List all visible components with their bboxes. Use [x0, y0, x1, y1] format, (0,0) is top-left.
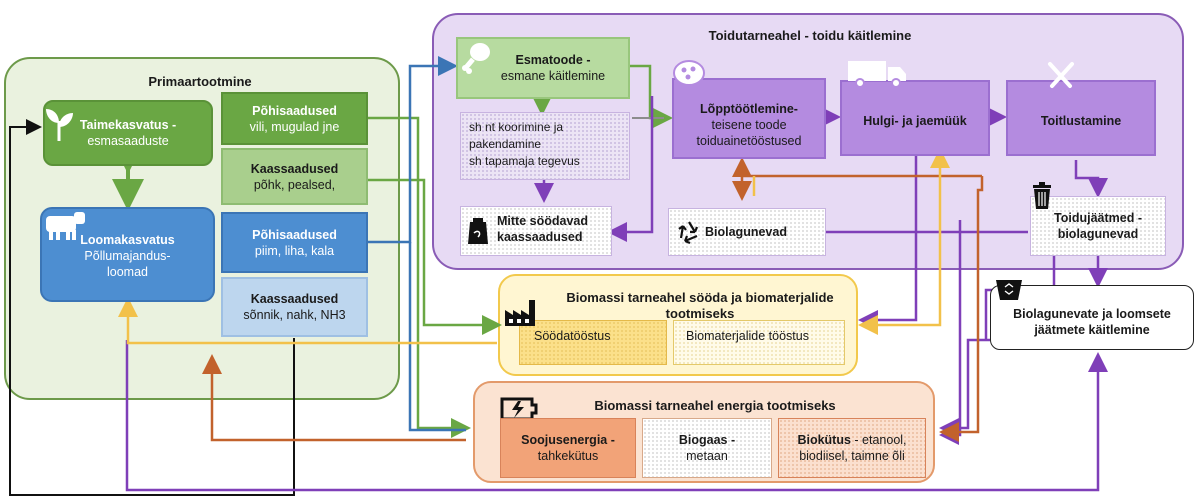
biomaterial-industry-label: Biomaterjalide tööstus [686, 329, 809, 343]
plant-byproducts-title: Kaassaadused [250, 161, 339, 176]
connector-green-main [368, 116, 471, 438]
energy-biomass-title: Biomassi tarneahel energia tootmiseks [594, 398, 836, 413]
recycle-icon [678, 221, 699, 245]
final-processing-line2: teisene toode [711, 117, 787, 132]
biofuel-box[interactable]: Biokütus - etanool, biodiisel, taimne õl… [778, 418, 926, 478]
plant-byproducts-box[interactable]: Kaassaadused põhk, pealsed, [221, 148, 368, 205]
food-waste-line2: biolagunevad [1057, 227, 1139, 241]
connector-black-left [9, 119, 295, 496]
animal-farming-sub2: loomad [107, 264, 148, 279]
truck-icon [848, 61, 906, 88]
plant-growing-title: Taimekasvatus - [79, 118, 177, 132]
main-plant-products-box[interactable]: Põhisaadused vili, mugulad jne [221, 92, 368, 145]
primary-product-sub: esmane käitlemine [500, 69, 606, 83]
pizza-icon [673, 60, 705, 86]
final-processing-box[interactable]: Lõpptöötlemine- teisene toode toiduainet… [672, 78, 826, 159]
biogas-title: Biogaas - [678, 433, 736, 447]
feed-industry-label: Söödatööstus [534, 329, 611, 343]
trash-bin-icon [1033, 182, 1051, 209]
processing-note-line3: sh tapamaja tegevus [469, 154, 580, 168]
feed-title-line2: tootmiseks [665, 306, 735, 321]
processing-note-line1: sh nt koorimine ja [469, 120, 564, 134]
primary-product-title: Esmatoode - [515, 53, 591, 67]
main-plant-products-title: Põhisaadused [252, 103, 337, 118]
biomaterial-industry-box[interactable]: Biomaterjalide tööstus [673, 320, 845, 365]
food-waste-line1: Toidujäätmed - [1054, 211, 1142, 225]
biodegradable-label: Biolagunevad [705, 225, 787, 239]
animal-farming-sub1: Põllumajandus- [84, 248, 171, 263]
feed-title-line1: Biomassi tarneahel sööda ja biomaterjali… [566, 290, 834, 305]
feed-industry-box[interactable]: Söödatööstus [519, 320, 667, 365]
factory-icon [505, 300, 535, 326]
chicken-leg-icon [462, 43, 490, 74]
food-chain-title: Toidutarneahel - toidu käitlemine [708, 28, 912, 43]
sack-icon [468, 218, 488, 244]
plant-growing-box[interactable]: Taimekasvatus - esmasaaduste [43, 100, 213, 166]
biofuel-title-bold: Biokütus [797, 433, 851, 447]
biofuel-title-rest: - etanool, [850, 433, 907, 447]
cutlery-icon [1048, 62, 1074, 88]
waste-treatment-box[interactable]: Biolagunevate ja loomsete jäätmete käitl… [990, 285, 1194, 350]
final-processing-line3: toiduainetööstused [696, 133, 802, 148]
heat-energy-box[interactable]: Soojusenergia - tahkekütus [500, 418, 636, 478]
animal-farming-title: Loomakasvatus [80, 232, 175, 247]
wholesale-retail-label: Hulgi- ja jaemüük [863, 114, 967, 128]
connector-yellow [858, 150, 942, 335]
animal-byproducts-box[interactable]: Kaassaadused sõnnik, nahk, NH3 [221, 277, 368, 337]
processing-note-box: sh nt koorimine ja pakendamine sh tapama… [460, 112, 630, 180]
biogas-box[interactable]: Biogaas - metaan [642, 418, 772, 478]
compost-bin-icon [996, 280, 1022, 300]
cow-icon [46, 212, 85, 240]
main-animal-products-title: Põhisaadused [252, 227, 337, 242]
plant-growing-sub: esmasaaduste [87, 134, 169, 148]
catering-box[interactable]: Toitlustamine [1006, 80, 1156, 156]
main-animal-products-sub: piim, liha, kala [254, 243, 335, 258]
plant-byproducts-sub: põhk, pealsed, [253, 177, 336, 192]
connector-purple-bottom [125, 340, 1108, 492]
plant-icon [46, 109, 73, 141]
catering-label: Toitlustamine [1040, 114, 1122, 128]
biogas-sub: metaan [686, 449, 728, 463]
primary-production-title: Primaartootmine [148, 74, 252, 89]
wholesale-retail-box[interactable]: Hulgi- ja jaemüük [840, 80, 990, 156]
feed-biomass-title: Biomassi tarneahel sööda ja biomaterjali… [535, 290, 865, 322]
main-plant-products-sub: vili, mugulad jne [249, 119, 340, 134]
animal-byproducts-title: Kaassaadused [250, 292, 339, 306]
animal-byproducts-sub: sõnnik, nahk, NH3 [243, 308, 346, 322]
final-processing-line1: Lõpptöötlemine- [700, 101, 798, 116]
non-edible-line1: Mitte söödavad [497, 214, 588, 228]
main-animal-products-box[interactable]: Põhisaadused piim, liha, kala [221, 212, 368, 273]
connector-orange [732, 157, 982, 178]
animal-farming-box[interactable]: Loomakasvatus Põllumajandus- loomad [40, 207, 215, 302]
non-edible-line2: kaassaadused [497, 230, 583, 244]
heat-energy-title: Soojusenergia - [521, 433, 615, 447]
waste-treatment-line2: jäätmete käitlemine [1034, 322, 1150, 337]
heat-energy-sub: tahkekütus [537, 449, 599, 463]
biofuel-title: Biokütus - etanool, [797, 432, 906, 448]
food-waste-box[interactable]: Toidujäätmed - biolagunevad [1030, 196, 1166, 256]
waste-treatment-line1: Biolagunevate ja loomsete [1013, 306, 1171, 321]
connector-blue [368, 56, 458, 244]
processing-note-line2: pakendamine [469, 137, 542, 151]
biofuel-sub: biodiisel, taimne õli [799, 449, 905, 463]
